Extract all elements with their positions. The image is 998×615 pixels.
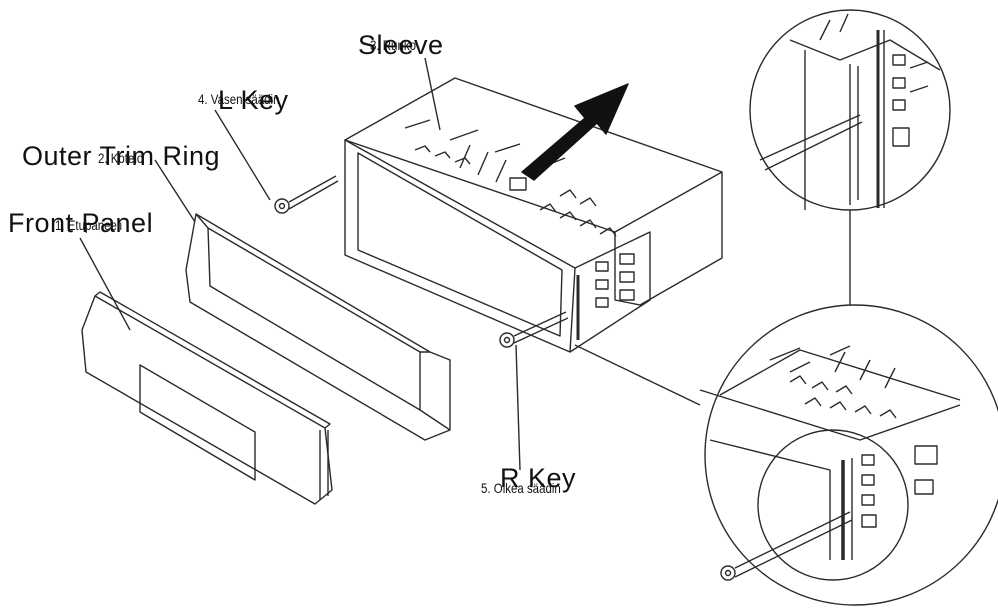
direction-arrow [521,83,629,181]
detail-connector-2 [574,344,701,406]
trim-ring-leader [154,159,196,223]
outer-trim-ring-label: Outer Trim Ring [22,141,221,171]
front-panel-label: Front Panel [8,208,154,238]
outer-trim-ring-label-fi: 2. Kotelo [98,150,144,166]
front-panel [81,291,333,505]
front-panel-leader [79,237,131,331]
front-panel-label-fi: 1. Etupaneeli [55,217,123,233]
r-key-label-fi: 5. Oikea säädin [481,480,561,496]
l-key-leader [214,109,271,201]
l-key-label-fi: 4. Vasen säädin [198,91,280,107]
outer-trim-ring [185,213,451,441]
r-key-label: R Key [500,463,577,493]
sleeve-label-fi: 3. Runko [370,37,416,53]
detail-view-bottom [699,304,998,606]
l-key-label: L Key [218,85,289,115]
detail-view-top [749,9,951,211]
sleeve-housing [344,77,723,353]
r-key-tool [499,311,569,348]
r-key-leader [515,344,521,471]
sleeve-leader [424,57,441,131]
sleeve-label: Sleeve [358,30,444,60]
l-key-tool [274,175,339,214]
